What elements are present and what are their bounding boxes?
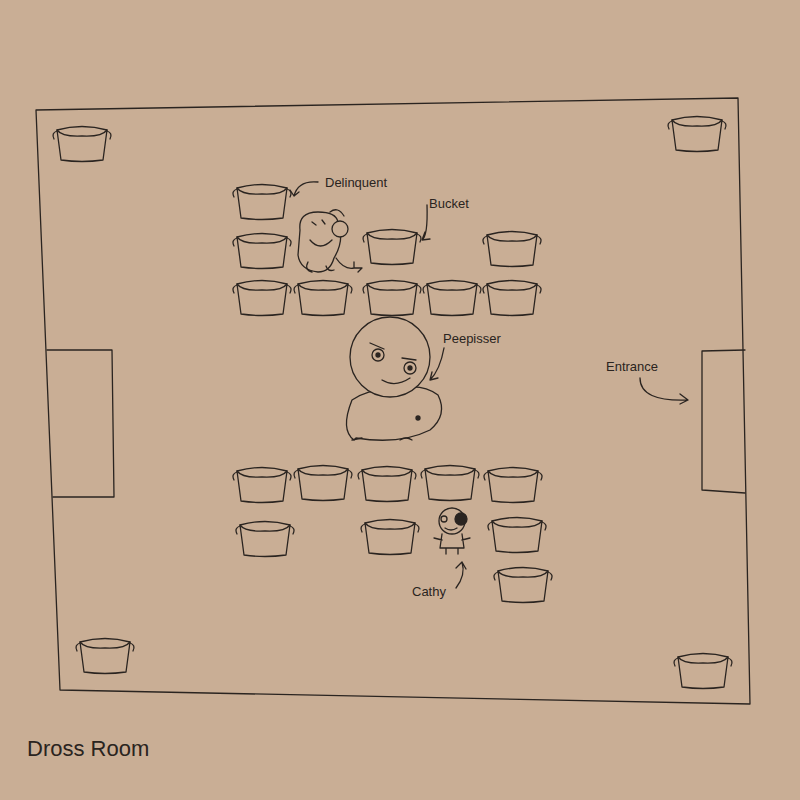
cathy-figure: [434, 508, 470, 554]
peepisser-figure: [346, 317, 441, 440]
left-door: [47, 350, 114, 497]
door-label: Entrance: [606, 360, 658, 373]
object-label: Bucket: [429, 197, 469, 210]
character-label: Delinquent: [325, 176, 387, 189]
leader-lines: [290, 182, 688, 588]
buckets: [53, 117, 732, 689]
entrance-door: [702, 350, 745, 493]
character-label: Peepisser: [443, 332, 501, 345]
character-label: Cathy: [412, 585, 446, 598]
delinquent-figure: [298, 210, 362, 272]
room-outline: [36, 98, 750, 704]
room-caption: Dross Room: [27, 738, 149, 760]
